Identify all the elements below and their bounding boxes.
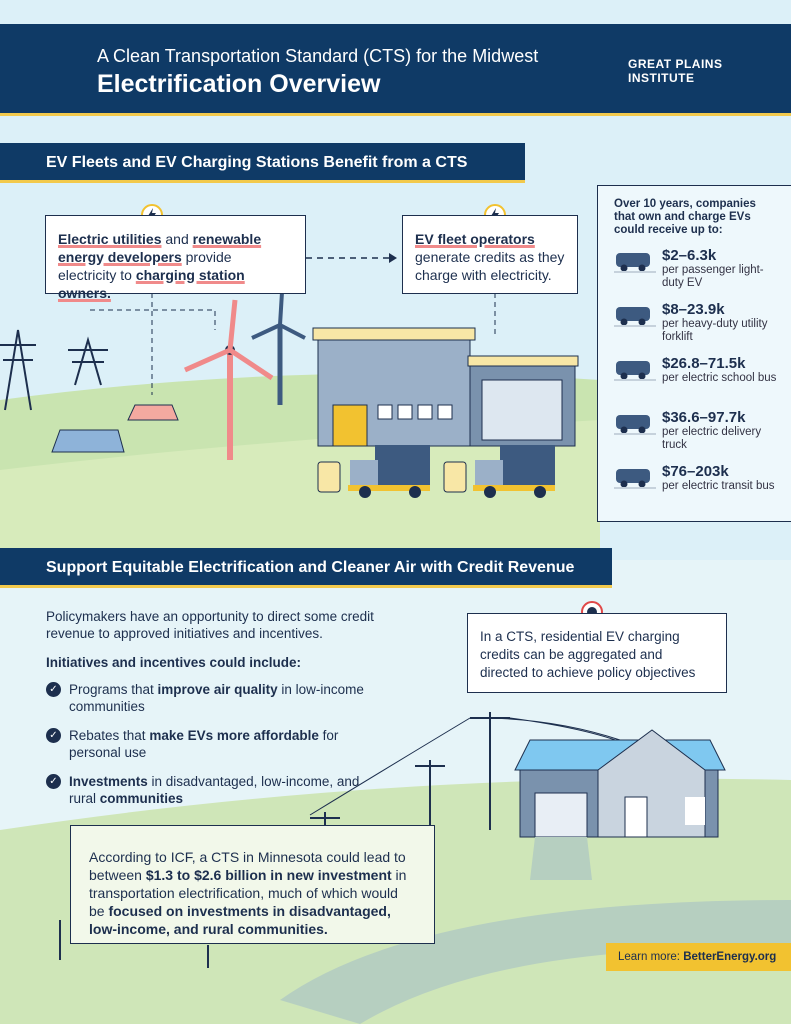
learn-more-link[interactable]: Learn more: BetterEnergy.org: [606, 943, 791, 971]
power-tower-icon: [0, 329, 108, 411]
check-icon: ✓: [46, 728, 61, 743]
page-title: Electrification Overview: [97, 70, 381, 98]
credit-stats-panel: Over 10 years, companies that own and ch…: [597, 185, 791, 522]
wind-turbine-icon: [227, 325, 283, 460]
section-title: EV Fleets and EV Charging Stations Benef…: [0, 143, 525, 183]
school-bus-icon: [614, 361, 656, 381]
header-banner: [0, 24, 791, 116]
fleet-operators-box: EV fleet operators generate credits as t…: [402, 215, 578, 294]
transit-bus-icon: [614, 469, 656, 489]
list-item: ✓Rebates that make EVs more affordable f…: [46, 727, 376, 761]
check-icon: ✓: [46, 682, 61, 697]
utilities-box: Electric utilities and renewable energy …: [45, 215, 306, 301]
fleet-depot-building: [312, 327, 579, 447]
forklift-icon: [614, 307, 656, 327]
house-icon: [514, 729, 726, 880]
electric-truck-icon: [443, 445, 555, 498]
list-item: ✓Programs that improve air quality in lo…: [46, 681, 376, 715]
electric-truck-icon: [317, 445, 430, 498]
residential-callout: In a CTS, residential EV charging credit…: [467, 613, 727, 693]
solar-panel-icon: [51, 404, 179, 453]
car-icon: [614, 253, 656, 273]
delivery-truck-icon: [614, 415, 656, 435]
header-subtitle: A Clean Transportation Standard (CTS) fo…: [97, 46, 539, 66]
list-item: ✓Investments in disadvantaged, low-incom…: [46, 773, 376, 807]
icf-box: According to ICF, a CTS in Minnesota cou…: [70, 825, 435, 944]
check-icon: ✓: [46, 774, 61, 789]
section-title: Support Equitable Electrification and Cl…: [0, 548, 612, 588]
initiatives-text: Policymakers have an opportunity to dire…: [46, 608, 376, 819]
